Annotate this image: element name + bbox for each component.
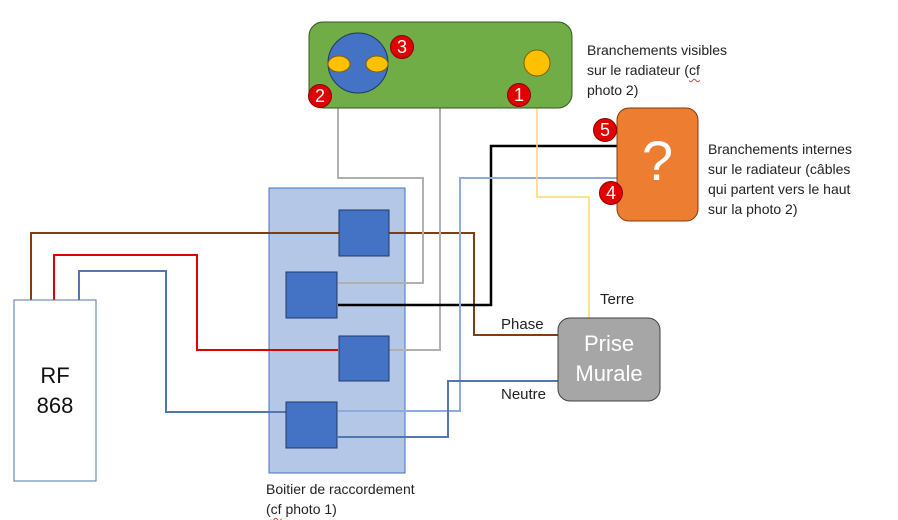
visible-connections-caption: Branchements visibles sur le radiateur (… [587,40,727,100]
visible-caption-line2: sur le radiateur (cf [587,60,727,80]
junction-box-caption: Boitier de raccordement (cf photo 1) [266,479,415,519]
badge-1: 1 [507,83,531,107]
pin-1 [523,49,551,77]
wire-yellow-pin-1-to-terre [536,70,590,318]
terre-label: Terre [600,291,635,308]
wire-black-terminal-2-to-point-5 [338,144,618,307]
neutre-label: Neutre [501,386,547,403]
visible-caption-line2b: cf [688,62,700,78]
badge-4: 4 [599,181,623,205]
terminal-4 [285,401,338,449]
wire-gray-pin-2-to-terminal-2 [337,70,424,284]
visible-caption-line1: Branchements visibles [587,42,728,58]
prise-label-line1: Prise [583,331,635,356]
wire-red-rf-to-terminal-3 [53,254,338,351]
junction-caption-line2: (cf photo 1) [266,499,415,519]
junction-caption-line1: Boitier de raccordement [266,481,415,497]
internal-connections-box [616,107,699,222]
wire-blue-terminal-4-to-neutre [338,380,560,438]
junction-caption-line2b: cf [270,501,282,517]
badge-5: 5 [593,118,617,142]
rf-label-line2: 868 [36,393,74,418]
internal-caption-line3: qui partent vers le haut [708,181,851,197]
rf-module [13,299,97,482]
wire-blue-rf-to-terminal-4 [78,270,286,413]
visible-caption-line2a: sur le radiateur ( [587,62,689,78]
wall-socket [557,317,661,402]
badge-2: 2 [308,84,332,108]
visible-caption-line3: photo 2) [587,82,639,98]
wire-brown-rf-to-terminal-1 [30,232,339,300]
internal-connections-caption: Branchements internes sur le radiateur (… [708,139,852,219]
wire-lightblue-terminal-4-to-point-4 [338,177,618,412]
terminal-1 [338,209,390,257]
terminal-3 [338,335,390,382]
question-mark: ? [641,129,674,192]
phase-label: Phase [501,316,544,333]
pin-2 [327,55,351,73]
badge-3: 3 [390,35,414,59]
internal-caption-line1: Branchements internes [708,141,852,157]
internal-caption-line2: sur le radiateur (câbles [708,161,851,177]
wire-brown-terminal-1-to-phase [389,232,558,336]
terminal-2 [285,271,338,319]
junction-caption-line2a: ( [266,501,271,517]
internal-caption-line4: sur la photo 2) [708,201,798,217]
junction-caption-line2c: photo 1) [281,501,337,517]
rf-label-line1: RF [40,363,70,388]
prise-label-line2: Murale [575,361,643,386]
pin-3 [365,55,389,73]
